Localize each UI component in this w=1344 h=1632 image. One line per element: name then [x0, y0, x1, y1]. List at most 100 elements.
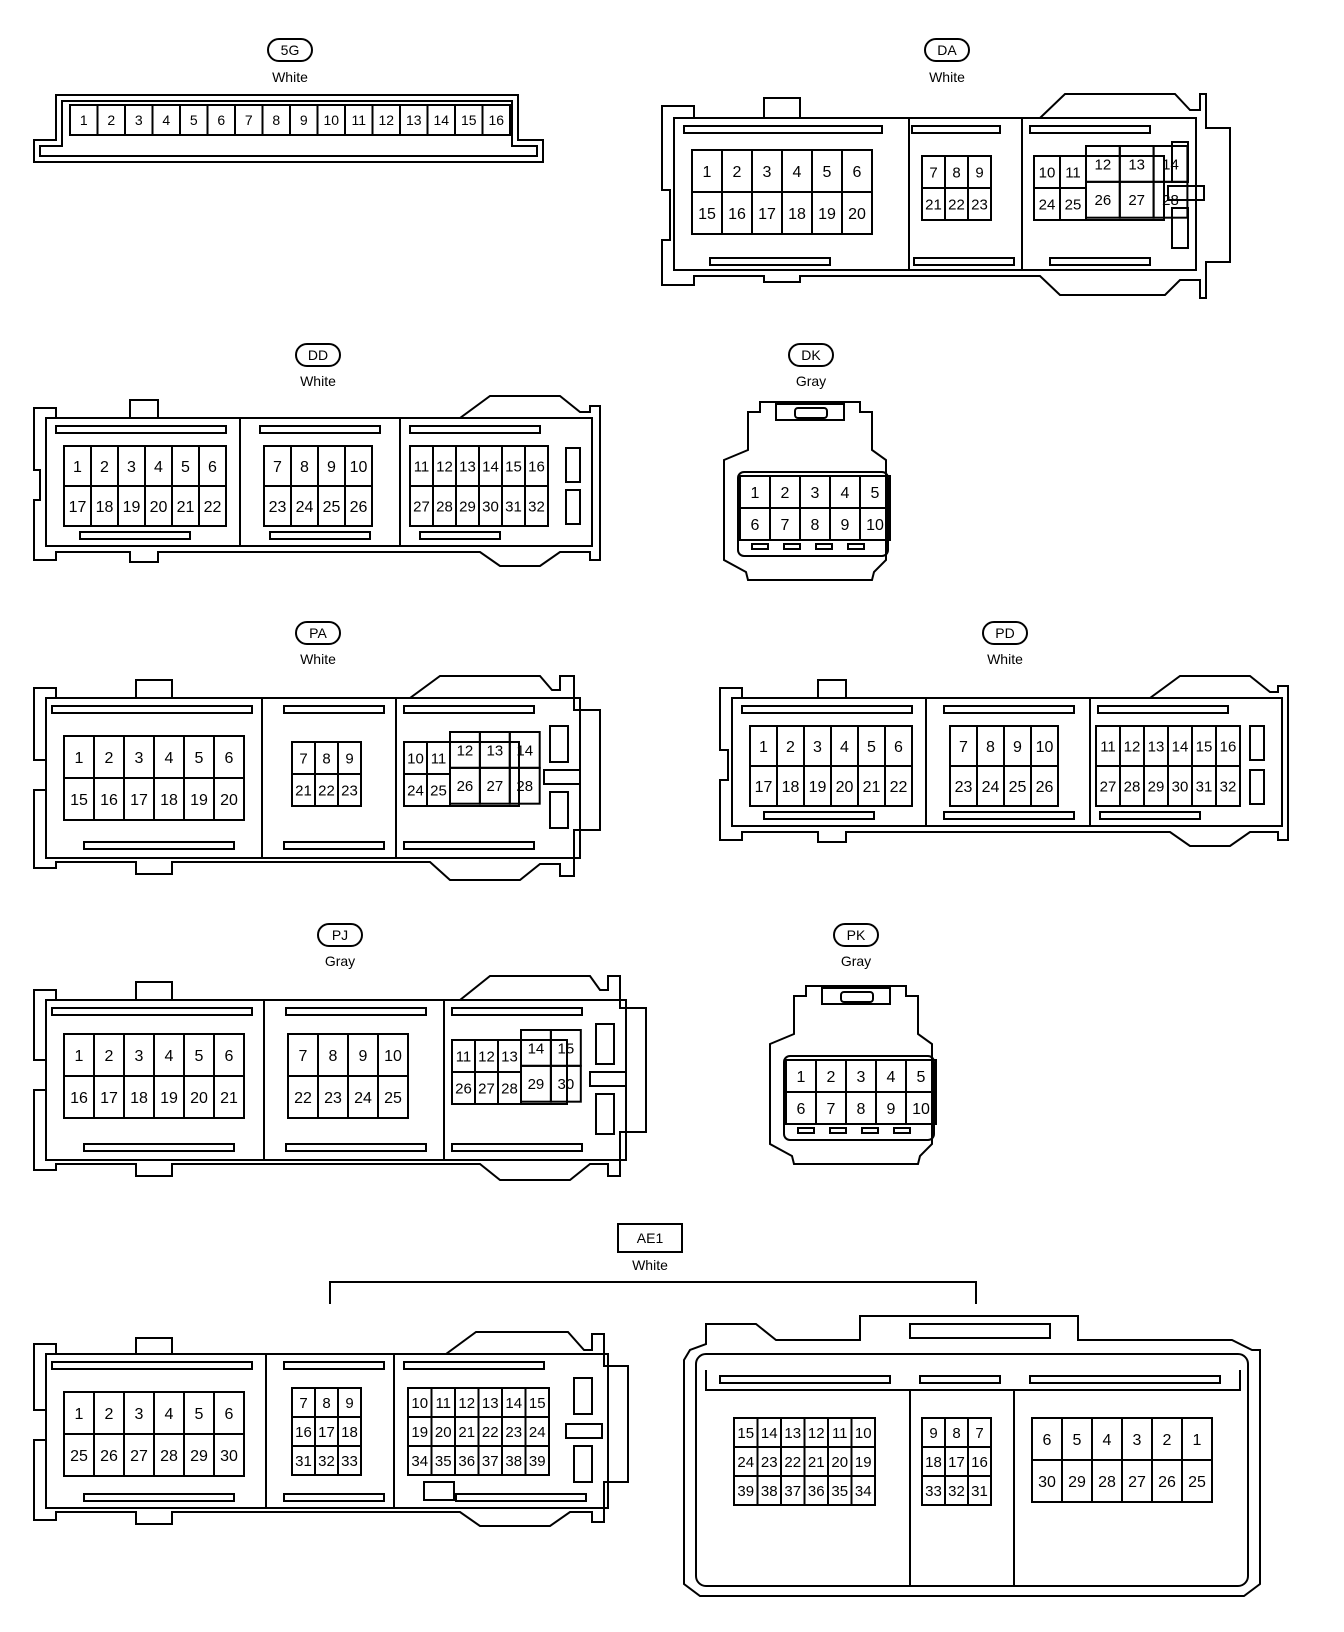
pin-number: 23: [341, 782, 358, 799]
pin-number: 34: [855, 1483, 872, 1500]
pin-number: 1: [73, 459, 82, 476]
pin-number: 11: [351, 112, 366, 128]
pin-number: 25: [1065, 196, 1082, 213]
pin-number: 8: [272, 112, 280, 128]
pin-number: 1: [797, 1069, 806, 1086]
pin-number: 20: [836, 779, 854, 796]
pin-number: 25: [323, 499, 341, 516]
pin-number: 5: [823, 164, 832, 181]
pin-number: 24: [407, 782, 424, 799]
pin-number: 24: [529, 1424, 546, 1441]
pin-number: 10: [855, 1425, 872, 1442]
pin-number: 9: [359, 1048, 368, 1065]
pin-number: 2: [786, 739, 795, 756]
pin-number: 39: [737, 1483, 754, 1500]
pin-number: 21: [808, 1454, 825, 1471]
connector-pj-color: Gray: [325, 953, 355, 969]
pin-number: 31: [505, 498, 522, 515]
pin-number: 4: [165, 1406, 174, 1423]
pin-number: 27: [130, 1448, 148, 1465]
connector-ae1-color: White: [632, 1257, 668, 1273]
pin-number: 5: [195, 750, 204, 767]
pin-number: 25: [1188, 1474, 1206, 1491]
pin-number: 27: [1128, 192, 1145, 209]
pin-number: 10: [323, 112, 339, 128]
connector-dd-id: DD: [308, 347, 328, 363]
pin-number: 36: [458, 1453, 475, 1470]
pin-number: 2: [781, 485, 790, 502]
pin-number: 12: [1095, 156, 1112, 173]
pin-number: 6: [217, 112, 225, 128]
pin-number: 10: [912, 1101, 930, 1118]
pin-number: 18: [160, 792, 178, 809]
pin-cavity: [1030, 765, 1059, 807]
pin-number: 27: [487, 778, 504, 795]
pin-number: 11: [1065, 164, 1081, 181]
pin-number: 18: [130, 1090, 148, 1107]
pin-number: 23: [761, 1454, 778, 1471]
pin-number: 4: [841, 485, 850, 502]
pin-number: 38: [761, 1483, 778, 1500]
pin-number: 14: [761, 1425, 778, 1442]
pin-number: 22: [204, 499, 222, 516]
pin-cavity: [1152, 180, 1189, 219]
pin-cavity: [884, 765, 913, 807]
pin-cavity: [481, 104, 511, 136]
pin-number: 8: [857, 1101, 866, 1118]
pin-number: 17: [69, 499, 87, 516]
pin-number: 20: [220, 792, 238, 809]
pin-number: 15: [698, 206, 716, 223]
pin-number: 22: [318, 782, 335, 799]
pin-number: 30: [220, 1448, 238, 1465]
pin-number: 23: [971, 196, 988, 213]
pin-number: 1: [751, 485, 760, 502]
pin-number: 22: [482, 1424, 499, 1441]
connector-pd-id: PD: [995, 625, 1014, 641]
pin-number: 19: [818, 206, 836, 223]
pin-number: 12: [808, 1425, 825, 1442]
connector-pd-color: White: [987, 651, 1023, 667]
pin-number: 1: [703, 164, 712, 181]
pin-number: 13: [784, 1425, 801, 1442]
pin-number: 16: [728, 206, 746, 223]
pin-number: 5: [195, 1048, 204, 1065]
connector-5g-color: White: [272, 69, 308, 85]
pin-number: 14: [505, 1395, 522, 1412]
pin-cavity: [1215, 765, 1241, 807]
pin-number: 15: [529, 1395, 546, 1412]
pin-number: 2: [1163, 1432, 1172, 1449]
pin-number: 24: [982, 779, 1000, 796]
pin-number: 5: [917, 1069, 926, 1086]
pin-cavity: [344, 485, 373, 527]
pin-number: 19: [411, 1424, 428, 1441]
pin-number: 5: [195, 1406, 204, 1423]
pin-number: 26: [457, 778, 474, 795]
pin-number: 12: [378, 112, 394, 128]
pin-number: 14: [1162, 156, 1179, 173]
pin-number: 10: [350, 459, 368, 476]
pin-number: 37: [482, 1453, 499, 1470]
pin-number: 26: [1095, 192, 1112, 209]
pin-number: 30: [482, 498, 499, 515]
pin-number: 10: [384, 1048, 402, 1065]
pin-number: 28: [160, 1448, 178, 1465]
pin-number: 24: [354, 1090, 372, 1107]
pin-number: 22: [294, 1090, 312, 1107]
pin-number: 15: [1196, 738, 1213, 755]
pin-number: 5: [181, 459, 190, 476]
pin-number: 3: [135, 112, 143, 128]
pin-number: 3: [135, 1048, 144, 1065]
pin-number: 32: [1220, 778, 1237, 795]
connector-ae1-id: AE1: [637, 1230, 664, 1246]
pin-number: 13: [1128, 156, 1145, 173]
pin-number: 1: [75, 750, 84, 767]
pin-number: 16: [528, 458, 545, 475]
pin-number: 22: [948, 196, 965, 213]
pin-number: 20: [435, 1424, 452, 1441]
pin-number: 7: [245, 112, 253, 128]
pin-number: 7: [827, 1101, 836, 1118]
pin-number: 23: [505, 1424, 522, 1441]
